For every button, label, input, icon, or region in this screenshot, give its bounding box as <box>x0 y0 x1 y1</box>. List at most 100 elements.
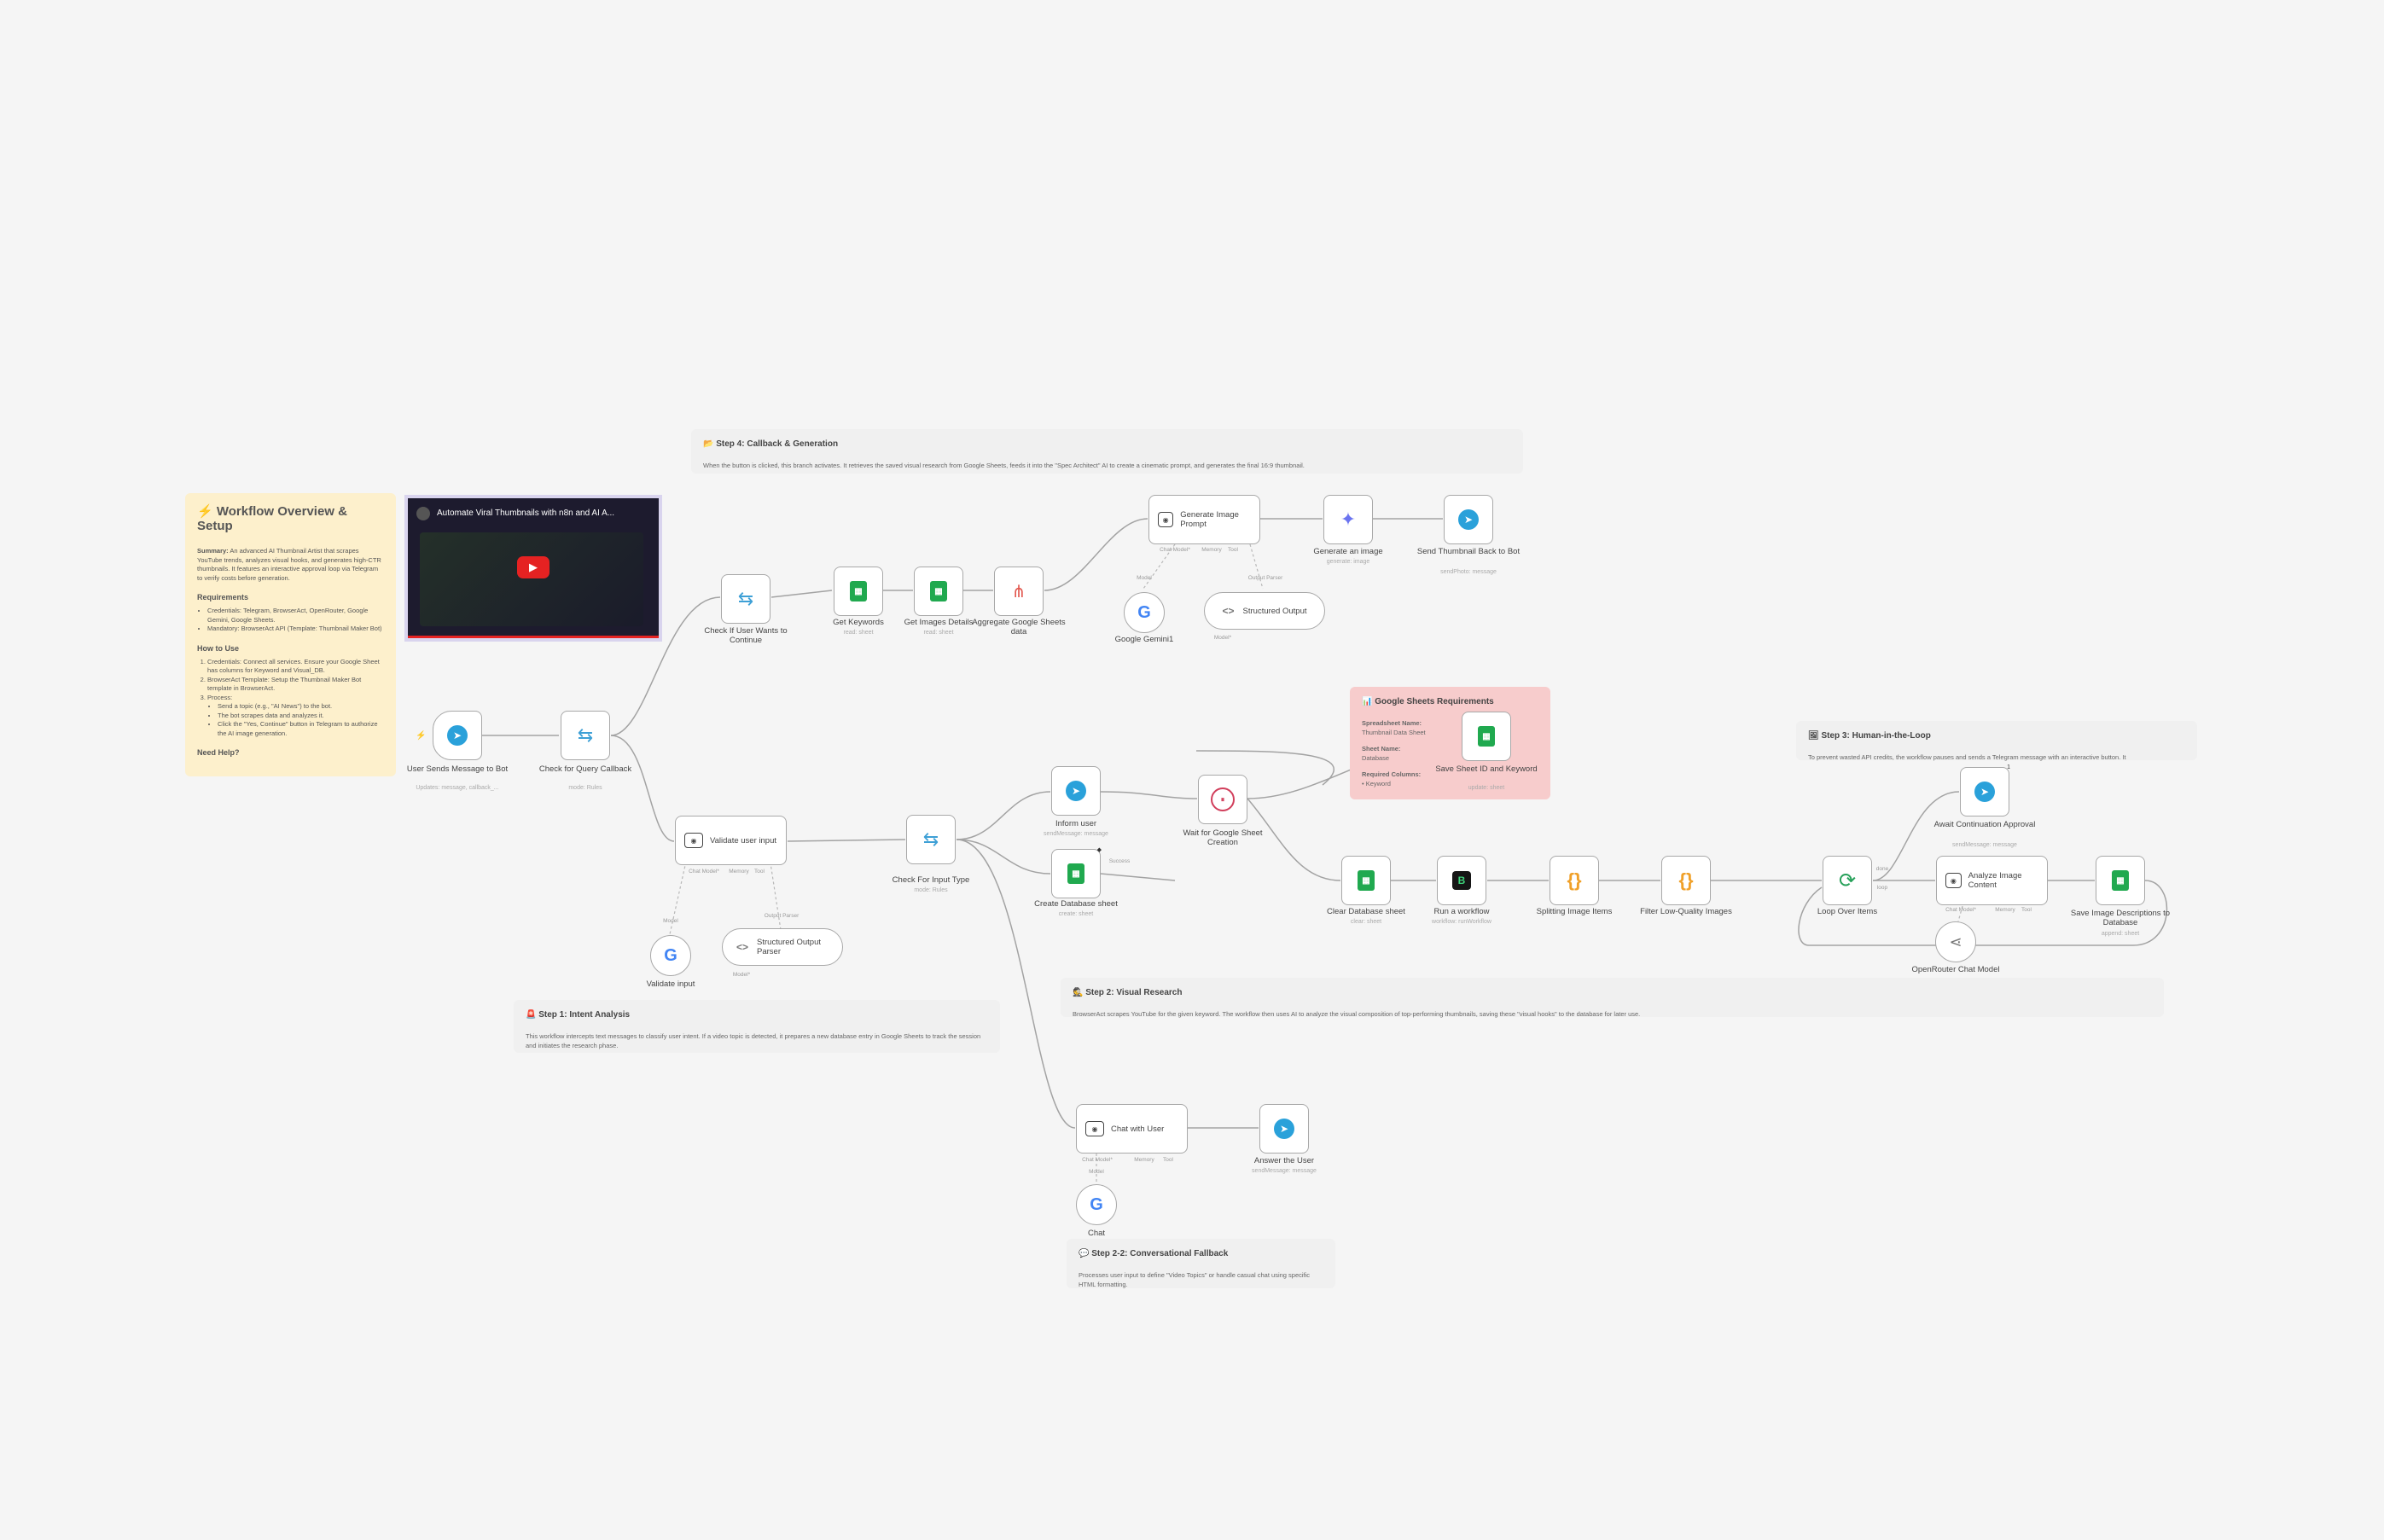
aggregate-sheets-node[interactable]: ⋔ <box>994 567 1044 616</box>
google-gemini1-node[interactable]: G <box>1124 592 1165 633</box>
wire <box>956 839 1051 875</box>
overview-note[interactable]: ⚡ Workflow Overview & Setup Summary: An … <box>185 493 396 776</box>
wait-sheet-node[interactable]: ⏸ <box>1198 775 1247 824</box>
list-item: BrowserAct Template: Setup the Thumbnail… <box>207 676 384 694</box>
badge: ◆ <box>1096 847 1102 853</box>
loop-over-items-node[interactable]: ⟳ <box>1823 856 1872 905</box>
node-subtitle: clear: sheet <box>1350 919 1382 925</box>
telegram-icon: ➤ <box>1066 781 1086 801</box>
step3-note[interactable]: 🖼 Step 3: Human-in-the-Loop To prevent w… <box>1796 721 2197 761</box>
requirements-heading: Requirements <box>197 593 249 601</box>
step22-note[interactable]: 💬 Step 2-2: Conversational Fallback Proc… <box>1067 1239 1335 1288</box>
channel-avatar <box>416 507 430 520</box>
get-images-details-node[interactable]: ▦ <box>914 567 963 616</box>
lightning-icon: ⚡ <box>197 504 213 519</box>
play-icon[interactable]: ▶ <box>517 556 549 578</box>
node-subtitle: read: sheet <box>843 630 874 636</box>
check-input-type-node[interactable]: ⇆ <box>906 815 956 864</box>
aggregate-icon: ⋔ <box>1011 582 1026 601</box>
list-item: Send a topic (e.g., "AI News") to the bo… <box>218 702 384 712</box>
video-embed[interactable]: Automate Viral Thumbnails with n8n and A… <box>404 495 662 642</box>
step1-note[interactable]: 🚨 Step 1: Intent Analysis This workflow … <box>514 1000 1000 1053</box>
port-label: Memory <box>1134 1157 1154 1163</box>
node-subtitle: generate: image <box>1326 559 1370 565</box>
node-label: Loop Over Items <box>1817 907 1878 916</box>
chat-with-user-node[interactable]: ◉ Chat with User <box>1076 1104 1188 1154</box>
ai-agent-icon: ◉ <box>1158 512 1174 527</box>
gs-title: 📊 Google Sheets Requirements <box>1362 697 1494 706</box>
node-label: Get Keywords <box>833 618 884 627</box>
summary-label: Summary: <box>197 547 229 555</box>
send-thumbnail-node[interactable]: ➤ <box>1444 495 1493 544</box>
port-label: Chat Model* <box>689 869 719 875</box>
google-gemini-icon: ✦ <box>1340 508 1357 530</box>
step4-title: 📂 Step 4: Callback & Generation <box>703 439 839 449</box>
filter-low-quality-node[interactable]: {} <box>1661 856 1711 905</box>
switch-icon: ⇆ <box>577 724 594 746</box>
gs-cols-label: Required Columns: <box>1362 770 1422 778</box>
openrouter-chat-model-node[interactable]: ⋖ <box>1935 921 1976 962</box>
generate-image-prompt-node[interactable]: ◉ Generate Image Prompt <box>1148 495 1260 544</box>
save-sheet-id-node[interactable]: ▦ <box>1462 712 1511 761</box>
save-image-descriptions-node[interactable]: ▦ <box>2096 856 2145 905</box>
overview-title: ⚡ Workflow Overview & Setup <box>197 504 347 533</box>
list-item: Credentials: Telegram, BrowserAct, OpenR… <box>207 607 384 625</box>
port-label: Success <box>1108 858 1131 864</box>
node-subtitle: mode: Rules <box>914 887 948 893</box>
step3-text: To prevent wasted API credits, the workf… <box>1808 753 2126 761</box>
answer-the-user-node[interactable]: ➤ <box>1259 1104 1309 1154</box>
node-label: Filter Low-Quality Images <box>1640 907 1732 916</box>
step4-note[interactable]: 📂 Step 4: Callback & Generation When the… <box>691 429 1523 474</box>
structured-output-node[interactable]: <> Structured Output <box>1204 592 1325 630</box>
port-label: Model <box>663 918 678 924</box>
google-sheets-icon: ▦ <box>1067 863 1084 884</box>
gs-requirements-note[interactable]: 📊 Google Sheets Requirements Spreadsheet… <box>1350 687 1550 799</box>
google-icon: G <box>664 945 677 965</box>
structured-output-parser-node[interactable]: <> Structured Output Parser <box>722 928 843 966</box>
check-query-callback-node[interactable]: ⇆ <box>561 711 610 760</box>
code-icon: {} <box>1678 869 1694 891</box>
step2-note[interactable]: 🕵 Step 2: Visual Research BrowserAct scr… <box>1061 978 2164 1018</box>
await-continuation-node[interactable]: ➤ 1 <box>1960 764 2010 816</box>
get-keywords-node[interactable]: ▦ <box>834 567 883 616</box>
splitting-image-items-node[interactable]: {} <box>1550 856 1599 905</box>
validate-user-input-node[interactable]: ◉ Validate user input <box>675 816 787 865</box>
list-item: The bot scrapes data and analyzes it. <box>218 712 384 721</box>
inform-user-node[interactable]: ➤ <box>1051 766 1101 816</box>
port-label: Model* <box>1213 635 1232 641</box>
chat-gemini-node[interactable]: G <box>1076 1184 1117 1225</box>
node-label: Splitting Image Items <box>1536 907 1613 916</box>
clear-database-sheet-node[interactable]: ▦ <box>1341 856 1391 905</box>
port-label: Tool <box>754 869 765 875</box>
node-subtitle: mode: Rules <box>568 785 602 791</box>
node-label: Aggregate Google Sheets data <box>972 618 1066 636</box>
list-item: Click the "Yes, Continue" button in Tele… <box>218 720 384 738</box>
openrouter-icon: ⋖ <box>1949 933 1962 950</box>
port-label: Model <box>1089 1169 1104 1175</box>
node-label: Save Image Descriptions to Database <box>2070 909 2171 927</box>
run-workflow-node[interactable]: B <box>1437 856 1486 905</box>
node-label: Structured Output <box>1242 606 1307 616</box>
user-sends-message-node[interactable]: ➤ <box>433 711 482 760</box>
list-item: Credentials: Connect all services. Ensur… <box>207 658 384 676</box>
create-database-sheet-node[interactable]: ▦ ◆ <box>1051 847 1102 898</box>
wire <box>770 590 833 598</box>
telegram-icon: ➤ <box>1274 1119 1294 1139</box>
node-label: Wait for Google Sheet Creation <box>1183 828 1263 847</box>
port-label: Tool <box>1163 1157 1173 1163</box>
node-subtitle: read: sheet <box>923 630 954 636</box>
telegram-icon: ➤ <box>1458 509 1479 530</box>
validate-input-gemini-node[interactable]: G <box>650 935 691 976</box>
port-label: Chat Model* <box>1160 547 1190 553</box>
requirements-list: Credentials: Telegram, BrowserAct, OpenR… <box>197 607 384 634</box>
node-label: Chat <box>1087 1229 1106 1238</box>
check-user-continue-node[interactable]: ⇆ <box>721 574 770 624</box>
switch-icon: ⇆ <box>922 828 939 850</box>
generate-an-image-node[interactable]: ✦ <box>1323 495 1373 544</box>
step3-title: 🖼 Step 3: Human-in-the-Loop <box>1808 731 1931 741</box>
gs-spread-label: Spreadsheet Name: <box>1362 719 1422 727</box>
analyze-image-content-node[interactable]: ◉ Analyze Image Content <box>1936 856 2048 905</box>
wait-icon: ⏸ <box>1211 787 1235 811</box>
google-sheets-icon: ▦ <box>1358 870 1375 891</box>
